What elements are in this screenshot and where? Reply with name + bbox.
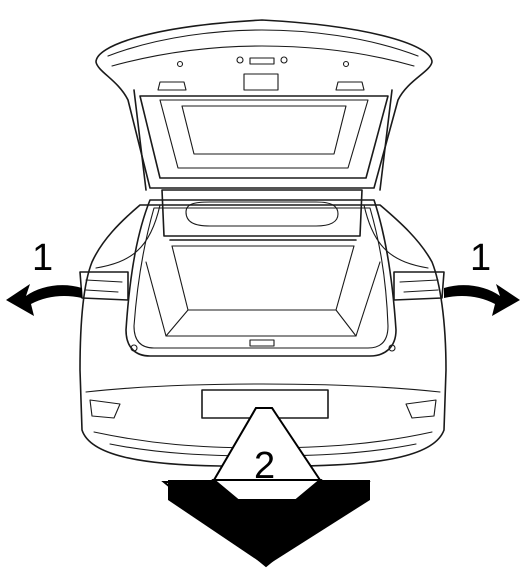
cargo-interior bbox=[145, 189, 381, 347]
curved-arrow-right-icon bbox=[444, 284, 520, 316]
step-label-left: 1 bbox=[32, 237, 53, 279]
trunk-opening bbox=[125, 199, 397, 357]
license-plate bbox=[201, 389, 329, 419]
tailgate-open bbox=[95, 19, 433, 191]
down-arrow-icon bbox=[161, 407, 371, 568]
curved-arrow-left-icon bbox=[6, 284, 82, 316]
step-label-right: 1 bbox=[470, 237, 491, 279]
step-label-pull: 2 bbox=[254, 445, 275, 487]
right-tail-light bbox=[393, 271, 445, 301]
